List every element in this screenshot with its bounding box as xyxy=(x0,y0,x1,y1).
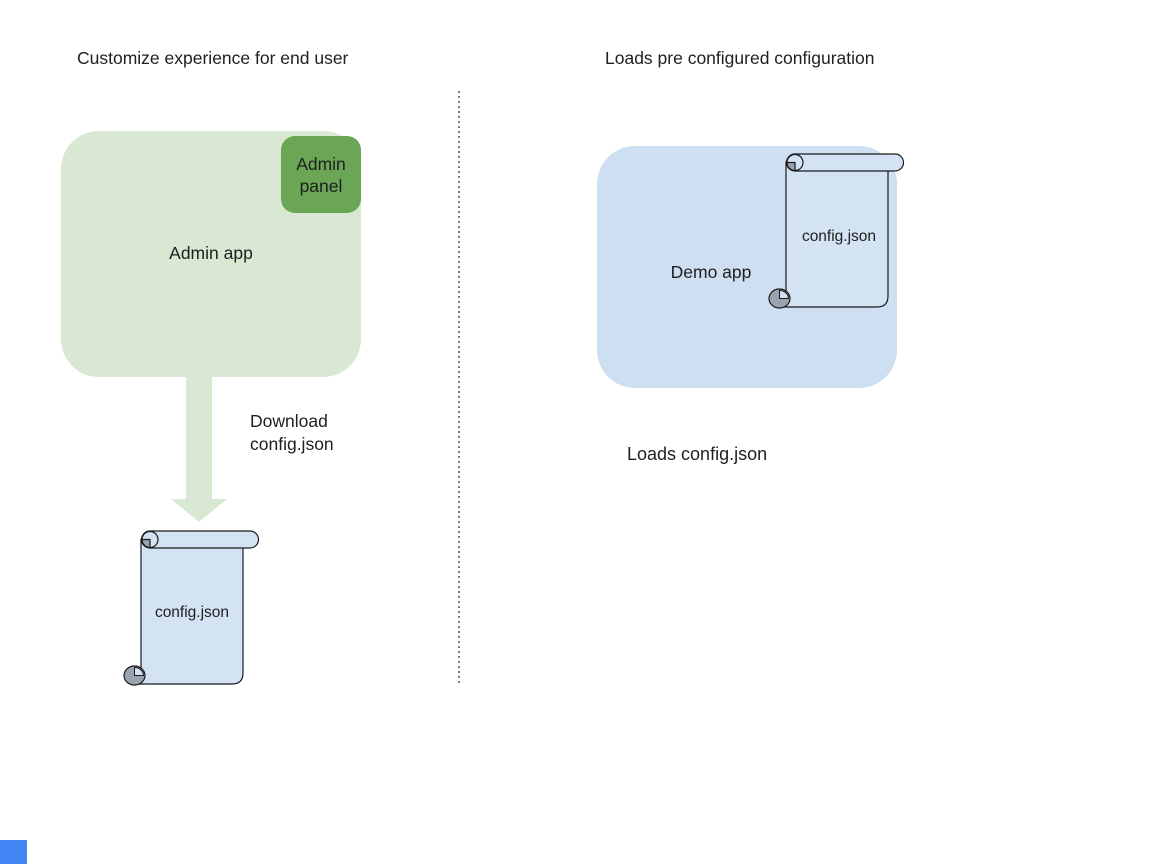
loads-config-caption: Loads config.json xyxy=(627,444,768,464)
left-section-title: Customize experience for end user xyxy=(77,48,349,68)
config-file-label: config.json xyxy=(801,228,877,245)
demo-app-label: Demo app xyxy=(670,262,752,282)
download-arrow-icon xyxy=(171,377,227,522)
config-file-label: config.json xyxy=(154,604,230,621)
corner-accent-square xyxy=(0,840,27,864)
admin-app-label: Admin app xyxy=(169,243,253,263)
admin-app-box: Admin app Admin panel xyxy=(61,131,361,377)
download-annotation: Download config.json xyxy=(250,411,334,454)
section-divider-line xyxy=(458,91,460,685)
right-section-title: Loads pre configured configuration xyxy=(605,48,875,68)
admin-panel-label: Admin panel xyxy=(296,153,346,196)
admin-panel-box: Admin panel xyxy=(281,136,361,213)
